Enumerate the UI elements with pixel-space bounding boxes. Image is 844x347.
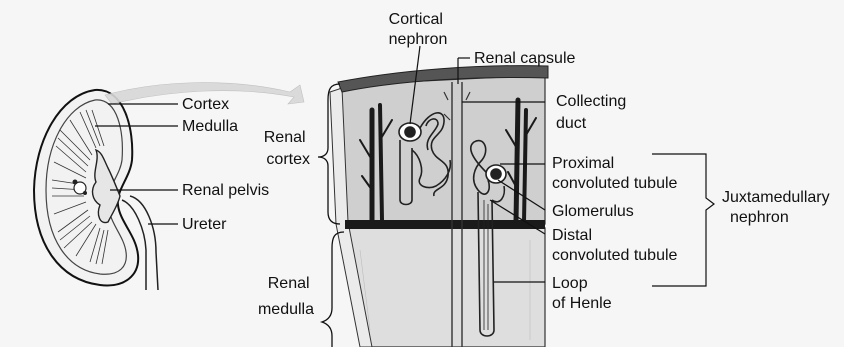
- label-renal-cortex: Renal cortex: [264, 129, 310, 168]
- label-cortex: Cortex: [182, 96, 229, 113]
- label-juxtamedullary-nephron: Juxtamedullary nephron: [722, 189, 834, 226]
- label-renal-pelvis: Renal pelvis: [182, 182, 269, 199]
- label-collecting-duct: Collecting duct: [556, 93, 631, 132]
- label-loop-of-henle: Loop of Henle: [552, 275, 612, 312]
- label-renal-capsule: Renal capsule: [474, 50, 576, 67]
- label-proximal-tubule: Proximal convoluted tubule: [552, 155, 678, 192]
- label-ureter: Ureter: [182, 216, 227, 233]
- label-glomerulus: Glomerulus: [552, 203, 634, 220]
- label-cortical-nephron: Cortical nephron: [389, 11, 448, 48]
- label-distal-tubule: Distal convoluted tubule: [552, 227, 678, 264]
- medulla-region: [345, 228, 545, 347]
- label-medulla: Medulla: [182, 118, 238, 135]
- section-block: [330, 66, 548, 347]
- label-renal-medulla: Renal medulla: [258, 275, 314, 318]
- juxtamedullary-bracket: [652, 154, 714, 286]
